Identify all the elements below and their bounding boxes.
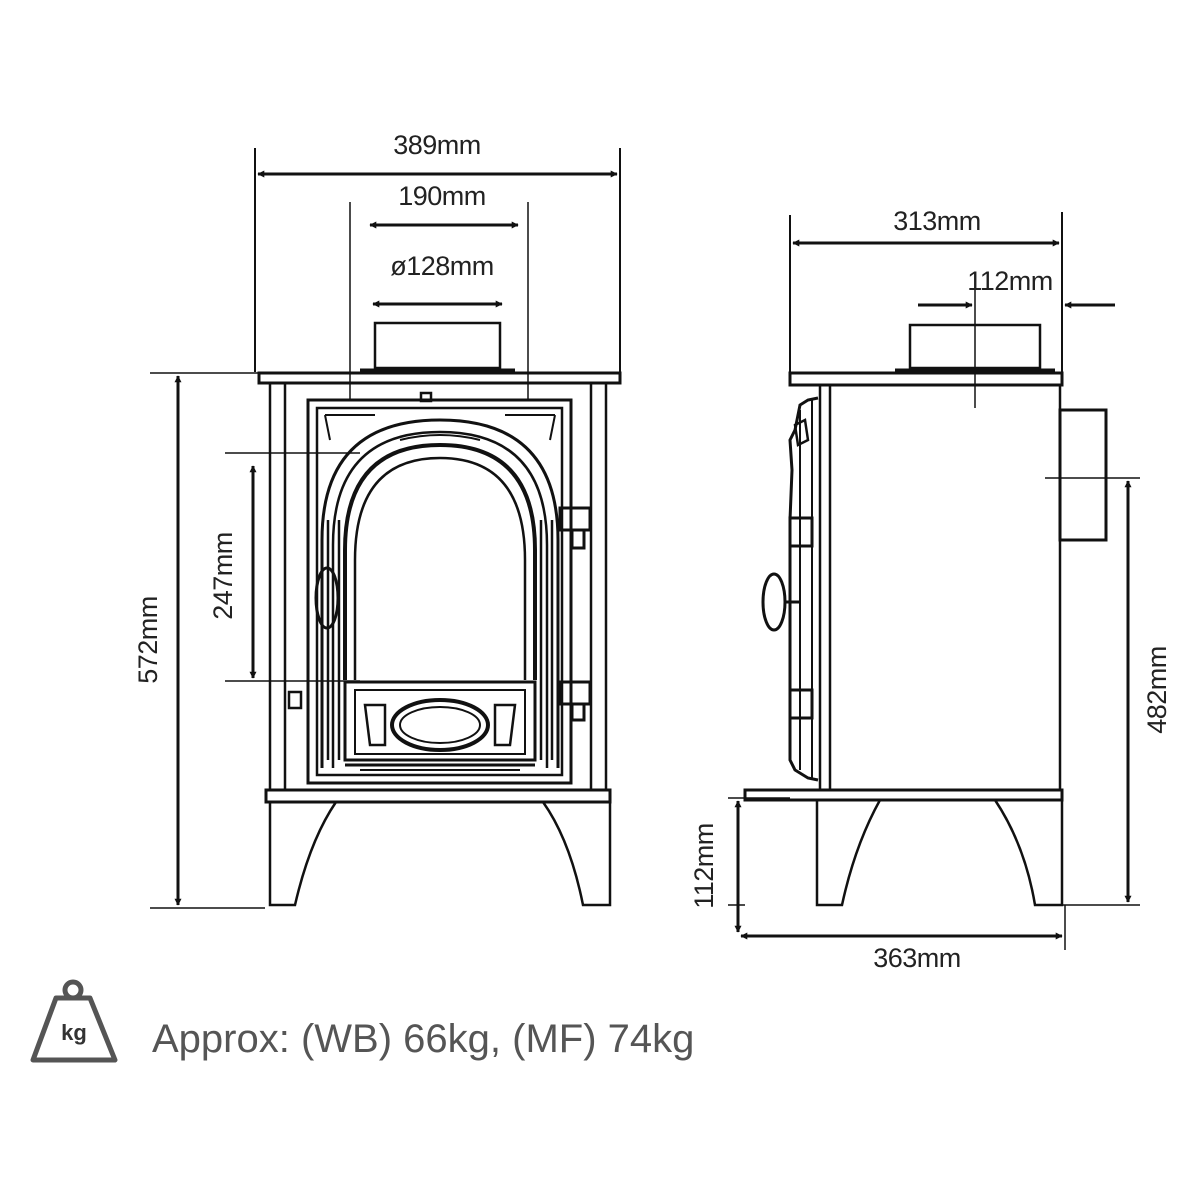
front-height-label: 572mm bbox=[133, 596, 163, 684]
front-stove-drawing bbox=[257, 321, 622, 907]
kg-weight-icon: kg bbox=[30, 979, 118, 1063]
kg-icon-text: kg bbox=[61, 1020, 87, 1045]
front-width-label: 389mm bbox=[393, 130, 481, 160]
door-opening-label: 247mm bbox=[208, 532, 238, 620]
weight-label: Approx: (WB) 66kg, (MF) 74kg bbox=[152, 1017, 694, 1061]
front-view: 389mm 190mm ø128mm 572mm 247mm bbox=[133, 130, 622, 909]
weight-info: kg Approx: (WB) 66kg, (MF) 74kg bbox=[30, 979, 694, 1063]
rear-outlet-height-label: 482mm bbox=[1142, 646, 1172, 734]
base-depth-label: 363mm bbox=[873, 943, 961, 973]
leg-height-label: 112mm bbox=[689, 823, 719, 909]
side-stove-drawing bbox=[743, 323, 1108, 907]
side-depth-label: 313mm bbox=[893, 206, 981, 236]
side-view: 313mm 112mm 482mm 112mm 363mm bbox=[689, 206, 1172, 973]
flue-spacing-label: 190mm bbox=[398, 181, 486, 211]
flue-offset-label: 112mm bbox=[967, 266, 1053, 296]
flue-diameter-label: ø128mm bbox=[390, 251, 494, 281]
